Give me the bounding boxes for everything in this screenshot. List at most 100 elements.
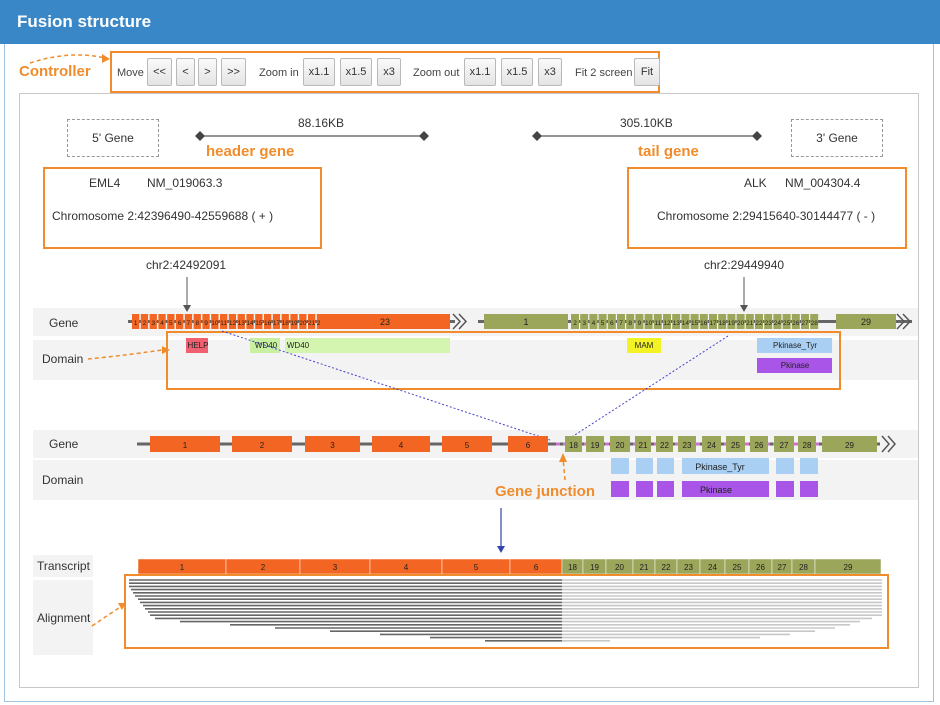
alk-exon-label: 29 bbox=[861, 317, 871, 327]
alk-exon bbox=[607, 314, 616, 329]
fusion-alk-exon bbox=[610, 436, 630, 452]
alk-exon-label: 20 bbox=[737, 320, 745, 327]
zoom-in-3-button[interactable]: x3 bbox=[377, 58, 401, 86]
fusion-alk-exon bbox=[702, 436, 721, 452]
alk-breakpoint: chr2:29449940 bbox=[704, 258, 785, 272]
eml4-exon-label: 18 bbox=[282, 320, 290, 327]
alk-transcript-id: NM_004304.4 bbox=[785, 176, 861, 190]
alignment-row-bg bbox=[33, 580, 93, 655]
move-first-button[interactable]: << bbox=[147, 58, 172, 86]
alk-location: Chromosome 2:29415640-30144477 ( - ) bbox=[657, 209, 876, 223]
alk-exon-label: 24 bbox=[774, 320, 782, 327]
transcript-eml4-exon-label: 2 bbox=[261, 563, 266, 572]
eml4-breakpoint: chr2:42492091 bbox=[146, 258, 227, 272]
eml4-exon-label: 19 bbox=[290, 320, 298, 327]
eml4-exon bbox=[176, 314, 184, 329]
zoom-out-1-5-button[interactable]: x1.5 bbox=[501, 58, 533, 86]
move-right-button[interactable]: > bbox=[198, 58, 217, 86]
controller-annotation-arrowhead bbox=[102, 54, 110, 63]
fusion-pkinase-tyr-segment bbox=[751, 458, 769, 474]
fusion-alk-exon-label: 29 bbox=[845, 441, 854, 450]
alk-exon-label: 27 bbox=[801, 320, 809, 327]
eml4-gene-name: EML4 bbox=[89, 176, 121, 190]
move-left-button[interactable]: < bbox=[176, 58, 195, 86]
alk-exon bbox=[653, 314, 662, 329]
fit-button[interactable]: Fit bbox=[634, 58, 660, 86]
header-gene-annotation: header gene bbox=[206, 143, 295, 160]
junction-annotation-arrow bbox=[562, 457, 566, 481]
zoom-in-1-1-button[interactable]: x1.1 bbox=[303, 58, 335, 86]
fusion-alk-exon bbox=[565, 436, 582, 452]
tail-gene-annotation: tail gene bbox=[638, 143, 699, 160]
alk-exon bbox=[635, 314, 644, 329]
alk-exon bbox=[672, 314, 681, 329]
alk-exon-label: 17 bbox=[709, 320, 717, 327]
fusion-eml4-exon bbox=[508, 436, 548, 452]
alk-exon bbox=[718, 314, 727, 329]
alk-exon-label: 26 bbox=[792, 320, 800, 327]
fusion-pkinase-segment bbox=[727, 481, 745, 497]
eml4-exon-label: 21 bbox=[308, 320, 316, 327]
eml4-exon-label: 17 bbox=[273, 320, 281, 327]
alk-exon-label: 4 bbox=[592, 320, 596, 327]
page-title: Fusion structure bbox=[0, 0, 940, 44]
transcript-alk-exon-label: 26 bbox=[756, 563, 765, 572]
help-domain bbox=[186, 338, 208, 353]
transcript-alk-exon-label: 20 bbox=[615, 563, 624, 572]
zoom-out-1-1-button[interactable]: x1.1 bbox=[464, 58, 496, 86]
alk-exon-label: 28 bbox=[811, 320, 819, 327]
eml4-exon-label: 13 bbox=[238, 320, 246, 327]
transcript-alk-exon-label: 18 bbox=[568, 563, 577, 572]
alk-exon bbox=[764, 314, 773, 329]
alk-exon-label: 5 bbox=[601, 320, 605, 327]
alk-exon bbox=[580, 314, 589, 329]
fusion-eml4-exon-label: 2 bbox=[260, 441, 265, 450]
eml4-exon bbox=[220, 314, 228, 329]
zoom-out-3-button[interactable]: x3 bbox=[538, 58, 562, 86]
eml4-exon bbox=[193, 314, 201, 329]
move-last-button[interactable]: >> bbox=[221, 58, 246, 86]
eml4-exon-label: 4 bbox=[160, 320, 164, 327]
alk-exon bbox=[589, 314, 598, 329]
transcript-alk-exon-label: 25 bbox=[733, 563, 742, 572]
eml4-exon bbox=[264, 314, 272, 329]
transcript-alk-exon-label: 23 bbox=[684, 563, 693, 572]
fusion-alk-exon bbox=[656, 436, 673, 452]
eml4-exon-label: 8 bbox=[195, 320, 199, 327]
alk-exon bbox=[745, 314, 754, 329]
eml4-exon bbox=[255, 314, 263, 329]
fusion-eml4-exon-label: 5 bbox=[465, 441, 470, 450]
alk-exon bbox=[801, 314, 809, 329]
fusion-alk-exon-label: 26 bbox=[755, 441, 764, 450]
transcript-eml4-exon-label: 6 bbox=[534, 563, 539, 572]
alk-exon-label: 7 bbox=[619, 320, 623, 327]
alk-exon bbox=[810, 314, 819, 329]
three-prime-ruler-end bbox=[752, 131, 762, 141]
alk-exon bbox=[736, 314, 745, 329]
zoom-in-1-5-button[interactable]: x1.5 bbox=[340, 58, 372, 86]
tail-gene-info-box bbox=[627, 167, 907, 249]
eml4-location: Chromosome 2:42396490-42559688 ( + ) bbox=[52, 209, 274, 223]
eml4-exon bbox=[202, 314, 210, 329]
transcript-row-bg bbox=[33, 555, 93, 577]
eml4-exon bbox=[272, 314, 281, 329]
three-prime-span: 305.10KB bbox=[620, 116, 673, 130]
fusion-alk-exon-label: 28 bbox=[803, 441, 812, 450]
help-domain-label: HELP bbox=[188, 341, 209, 350]
zoom-out-label: Zoom out bbox=[413, 67, 460, 79]
fusion-alk-exon-label: 24 bbox=[707, 441, 716, 450]
alk-exon bbox=[699, 314, 708, 329]
alignment-annotation-arrow bbox=[91, 605, 123, 627]
eml4-exon bbox=[299, 314, 307, 329]
gene-junction-annotation: Gene junction bbox=[495, 483, 596, 500]
alk-exon-label: 1 bbox=[523, 317, 528, 327]
domain-highlight-box bbox=[166, 331, 841, 390]
alk-exon-label: 14 bbox=[682, 320, 690, 327]
fusion-alk-exon-label: 27 bbox=[780, 441, 789, 450]
alignment-highlight-box bbox=[124, 574, 889, 649]
mam-domain bbox=[627, 338, 661, 353]
transcript-eml4-exon-label: 1 bbox=[180, 563, 185, 572]
fusion-alk-exon bbox=[798, 436, 816, 452]
header-gene-info-box bbox=[43, 167, 322, 249]
